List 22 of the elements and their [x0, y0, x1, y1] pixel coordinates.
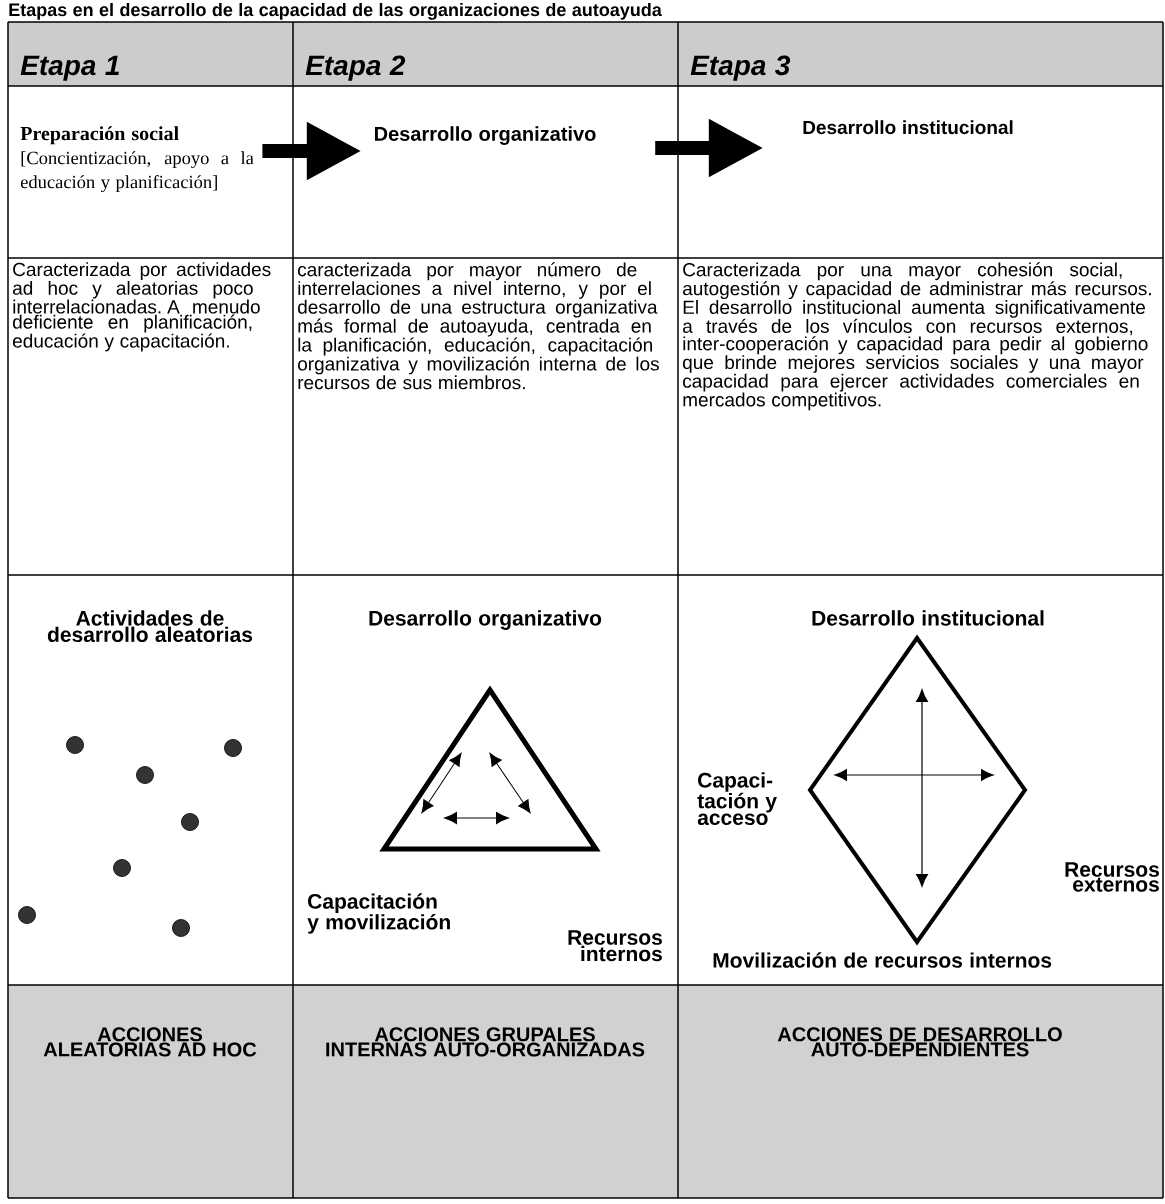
- drawing-label: Desarrollo organizativo: [369, 610, 602, 630]
- stage-heading: Preparación social: [20, 126, 179, 145]
- stage-heading: Desarrollo organizativo: [375, 126, 596, 145]
- drawing-label: Recursos externos: [1065, 862, 1159, 892]
- title: Etapas en el desarrollo de la capacidad de las organizaciones de autoayuda: [9, 2, 662, 20]
- stage-heading: Desarrollo institucional: [803, 120, 1013, 135]
- drawing-label: Capacitación y movilización: [307, 893, 450, 934]
- header-cell: Etapa 2: [293, 22, 678, 86]
- drawing-label: Recursos internos: [568, 930, 662, 962]
- stage-description: [Concientización, apoyo a la educación y planificación]: [20, 151, 254, 193]
- header-cell: Etapa 1: [8, 22, 293, 86]
- drawing-label: Movilización de recursos internos: [713, 952, 1052, 968]
- description-text: caracterizada por mayor número de interrelaciones a nivel interno, y por el desarrollo de una estructura organizativa más formal de autoayuda, centrada en la planificación, educación, capacitación organizativa y movilización interna de los recursos de sus miembros.: [298, 262, 659, 390]
- description-text: Caracterizada por una mayor cohesión social, autogestión y capacidad de administrar más recursos. El desarrollo institucional aumenta significativamente a través de los vínculos con recursos externos, inter-cooperación y capacidad para pedir al gobierno que brinde mejores servicios sociales y una mayor capacidad para ejercer actividades comerciales en mercados competitivos.: [683, 262, 1151, 411]
- header-cell: Etapa 3: [678, 22, 1163, 86]
- description-text: Caracterizada por actividades ad hoc y aleatorias poco interrelacionadas. A menudo deficiente en planificación, educación y capacitación.: [13, 262, 271, 352]
- drawing-label: Desarrollo institucional: [812, 610, 1044, 626]
- drawing-label: Actividades de desarrollo aleatorias: [47, 610, 253, 643]
- drawing-label: Capaci- tación y acceso: [697, 772, 777, 826]
- footer-cell: ACCIONES DE DESARROLLO AUTO-DEPENDIENTES: [678, 985, 1163, 1198]
- footer-cell: ACCIONES GRUPALES INTERNAS AUTO-ORGANIZADAS: [293, 985, 678, 1198]
- footer-cell: ACCIONES ALEATORIAS AD HOC: [8, 985, 293, 1198]
